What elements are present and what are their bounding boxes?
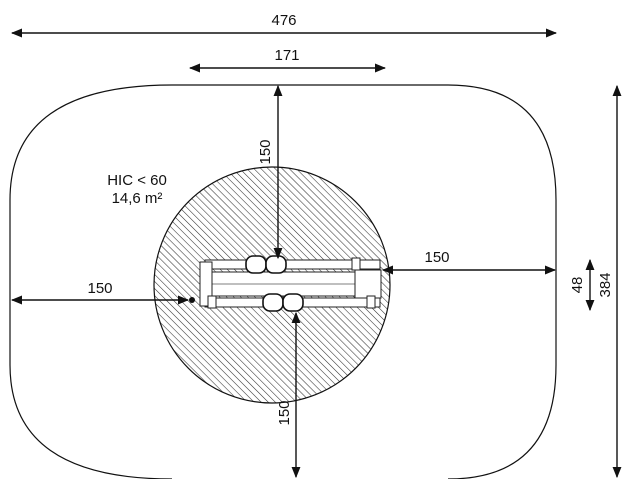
seat-bottom-left xyxy=(262,293,284,312)
equipment-width-label: 171 xyxy=(274,47,299,64)
seat-top-left xyxy=(245,255,267,274)
top-clearance-label: 150 xyxy=(257,139,274,164)
equipment-depth-label: 48 xyxy=(569,277,586,294)
hic-note: HIC < 60 xyxy=(107,172,167,189)
area-note: 14,6 m² xyxy=(112,190,163,207)
right-clearance-label: 150 xyxy=(424,249,449,266)
seat-bottom-right xyxy=(282,293,304,312)
equipment-end-left xyxy=(199,261,213,307)
equipment-post-left xyxy=(207,295,217,309)
bottom-clearance-label: 150 xyxy=(276,400,293,425)
equipment-end-right xyxy=(354,269,382,299)
total-depth-label: 384 xyxy=(597,272,614,297)
left-clearance-label: 150 xyxy=(87,280,112,297)
seat-top-right xyxy=(265,255,287,274)
equipment-post-right xyxy=(351,257,361,271)
total-width-label: 476 xyxy=(271,12,296,29)
equipment-post-right-bottom xyxy=(366,295,376,309)
equipment-plan xyxy=(189,255,382,312)
equipment-anchor xyxy=(189,297,195,303)
safety-zone-outline xyxy=(9,84,557,479)
